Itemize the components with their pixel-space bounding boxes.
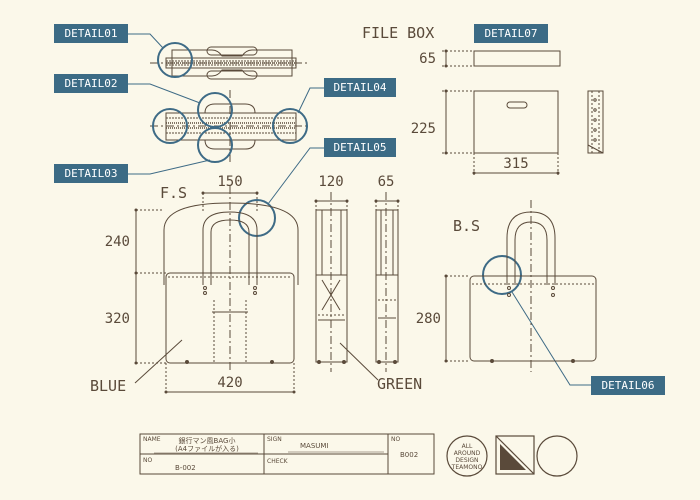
detail02b-circle[interactable] bbox=[152, 108, 188, 144]
top-view-upper bbox=[150, 46, 310, 80]
detail06-circle[interactable] bbox=[482, 255, 522, 295]
logo-line2: AROUND bbox=[454, 450, 481, 457]
back-view bbox=[444, 200, 597, 372]
detail05-tag[interactable]: DETAIL05 bbox=[324, 138, 396, 157]
svg-text:DETAIL03: DETAIL03 bbox=[65, 167, 118, 180]
svg-text:DETAIL04: DETAIL04 bbox=[334, 81, 387, 94]
title-block bbox=[139, 433, 435, 475]
side-views bbox=[314, 192, 400, 381]
side-width-dim-1: 120 bbox=[318, 174, 343, 190]
blue-label: BLUE bbox=[90, 377, 126, 395]
front-bottom-width-dim: 420 bbox=[217, 375, 242, 391]
detail-circles bbox=[152, 42, 522, 295]
svg-text:DETAIL05: DETAIL05 bbox=[334, 141, 387, 154]
svg-text:DETAIL06: DETAIL06 bbox=[602, 379, 655, 392]
front-handle-height-dim: 240 bbox=[105, 234, 130, 250]
detail06-tag[interactable]: DETAIL06 bbox=[591, 376, 665, 395]
front-body-height-dim: 320 bbox=[105, 311, 130, 327]
svg-text:DETAIL07: DETAIL07 bbox=[485, 27, 538, 40]
box-height-dim: 225 bbox=[411, 121, 436, 137]
detail01-tag[interactable]: DETAIL01 bbox=[54, 24, 128, 43]
no-value: B-002 bbox=[175, 464, 196, 472]
logo-line1: ALL bbox=[462, 443, 473, 450]
side-width-dim-2: 65 bbox=[378, 174, 395, 190]
detail-tags: DETAIL01 DETAIL02 DETAIL03 DETAIL04 DETA… bbox=[54, 24, 665, 395]
front-side-label: F.S bbox=[160, 184, 187, 202]
name-line1: 銀行マン風BAG小 bbox=[179, 436, 236, 445]
detail02-tag[interactable]: DETAIL02 bbox=[54, 74, 128, 93]
detail03-tag[interactable]: DETAIL03 bbox=[54, 164, 128, 183]
back-side-label: B.S bbox=[453, 217, 480, 235]
box-height-thin-dim: 65 bbox=[419, 51, 436, 67]
no-label: NO bbox=[143, 457, 152, 464]
no2-value: B002 bbox=[400, 451, 418, 459]
sign-label: SIGN bbox=[267, 436, 282, 443]
name-label: NAME bbox=[143, 436, 161, 443]
detail03-circle[interactable] bbox=[197, 127, 233, 163]
svg-text:DETAIL02: DETAIL02 bbox=[65, 77, 118, 90]
green-label: GREEN bbox=[377, 375, 422, 393]
detail01-circle[interactable] bbox=[157, 42, 193, 78]
detail02-circle[interactable] bbox=[197, 92, 233, 128]
detail07-tag[interactable]: DETAIL07 bbox=[474, 24, 548, 43]
back-body-height-dim: 280 bbox=[416, 311, 441, 327]
box-width-dim: 315 bbox=[503, 156, 528, 172]
teamono-logo bbox=[446, 435, 578, 477]
name-line2: (A4ファイルが入る) bbox=[175, 444, 239, 453]
sign-value: MASUMI bbox=[300, 442, 329, 450]
file-box-label: FILE BOX bbox=[362, 24, 434, 42]
logo-line3: DESIGN bbox=[455, 457, 478, 464]
svg-text:DETAIL01: DETAIL01 bbox=[65, 27, 118, 40]
front-view bbox=[134, 186, 299, 395]
detail04-circle[interactable] bbox=[272, 108, 308, 144]
detail04-tag[interactable]: DETAIL04 bbox=[324, 78, 396, 97]
file-box-views bbox=[442, 49, 604, 177]
front-width-dim: 150 bbox=[217, 174, 242, 190]
leader-lines bbox=[128, 33, 592, 386]
no2-label: NO bbox=[391, 436, 400, 443]
logo-line4: TEAMONO bbox=[451, 464, 483, 471]
check-label: CHECK bbox=[267, 458, 289, 465]
